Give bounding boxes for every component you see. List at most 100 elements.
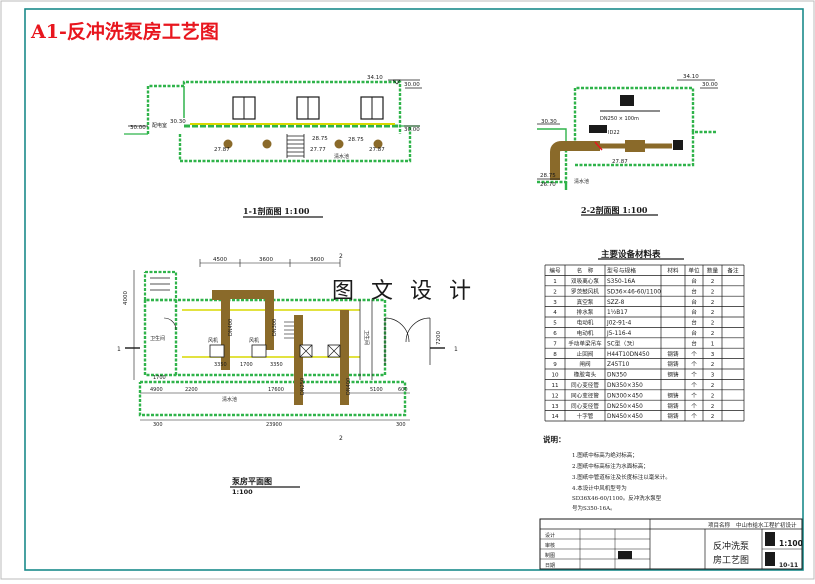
note-item: 3.图纸中管道标注及长度标注以毫米计。 bbox=[572, 473, 671, 481]
sheet-number: 10-11 bbox=[779, 562, 798, 569]
equipment-block bbox=[620, 95, 634, 106]
table-header-cell: 数量 bbox=[707, 267, 719, 275]
table-header-cell: 编号 bbox=[549, 267, 561, 275]
motor-icon bbox=[673, 140, 683, 150]
note-item: SD36X46-60/1100。反冲洗水泵型 bbox=[572, 494, 662, 502]
dim-label: 17600 bbox=[268, 387, 284, 393]
table-cell: 钢铸 bbox=[667, 391, 679, 399]
table-cell: 手动单梁吊车 bbox=[568, 339, 602, 347]
sheet-title: A1-反冲洗泵房工艺图 bbox=[30, 20, 219, 43]
pipe-network bbox=[212, 290, 349, 405]
room-label: 配电室 bbox=[152, 122, 167, 129]
pipe-icon bbox=[221, 290, 230, 370]
table-cell: DN350×350 bbox=[607, 383, 643, 389]
table-cell: 台 bbox=[691, 287, 697, 295]
table-cell: 个 bbox=[691, 403, 697, 410]
table-cell: 台 bbox=[691, 298, 697, 306]
dim-label: 4000 bbox=[123, 291, 129, 305]
table-cell: 2 bbox=[711, 362, 715, 368]
pipe-label: DN250 bbox=[300, 378, 306, 395]
table-header-cell: 型号与规格 bbox=[607, 267, 636, 275]
table-cell: SC型（3t） bbox=[607, 339, 638, 347]
table-cell: 2 bbox=[711, 289, 715, 295]
dim-label: 4500 bbox=[213, 257, 227, 263]
pipe-icon bbox=[212, 290, 222, 300]
elevation-label: 30.30 bbox=[541, 119, 557, 125]
table-cell: 12 bbox=[551, 393, 558, 399]
section-marker: 2 bbox=[339, 435, 343, 442]
table-cell: 钢铸 bbox=[667, 402, 679, 410]
equip-label: 风机 bbox=[208, 337, 218, 344]
table-cell: 个 bbox=[691, 413, 697, 420]
table-cell: 2 bbox=[711, 404, 715, 410]
pipe-label: DN300 bbox=[272, 319, 278, 336]
table-cell: 14 bbox=[551, 414, 559, 420]
elevation-label: 34.10 bbox=[367, 75, 383, 81]
table-cell: J5-116-4 bbox=[606, 331, 632, 337]
pump-icon bbox=[373, 139, 383, 149]
elevation-label: 26.70 bbox=[540, 182, 556, 188]
table-cell: 钢铸 bbox=[667, 350, 679, 358]
section-marker: 2 bbox=[339, 253, 343, 260]
railing-label: 卫生间 bbox=[363, 330, 370, 345]
table-cell: 2 bbox=[711, 383, 715, 389]
table-cell: 台 bbox=[691, 339, 697, 347]
table-cell: 十字管 bbox=[577, 412, 594, 420]
date-label: 日期 bbox=[545, 563, 555, 569]
table-cell: H44T10DN450 bbox=[607, 352, 650, 358]
table-cell: 台 bbox=[691, 308, 697, 316]
note-item: 号为S350-16A。 bbox=[572, 504, 616, 512]
table-cell: DN300×450 bbox=[607, 393, 643, 399]
table-cell: Z45T10 bbox=[607, 362, 630, 368]
table-title: 主要设备材料表 bbox=[601, 249, 661, 260]
table-cell: SD36×46-60/1100 bbox=[607, 289, 661, 295]
table-cell: 6 bbox=[553, 331, 557, 337]
table-header-cell: 单位 bbox=[688, 267, 700, 275]
table-cell: 个 bbox=[691, 372, 697, 379]
drawing-name-1: 反冲洗泵 bbox=[713, 540, 749, 552]
table-cell: 钢铸 bbox=[667, 371, 679, 379]
dim-label: 4900 bbox=[150, 387, 163, 393]
check-label: 审核 bbox=[545, 542, 555, 549]
elevation-label: 27.87 bbox=[369, 147, 385, 153]
table-cell: 个 bbox=[691, 351, 697, 358]
dim-label: 23900 bbox=[266, 422, 282, 428]
plan-scale: 1:100 bbox=[232, 488, 253, 496]
table-cell: 2 bbox=[711, 300, 715, 306]
dim-label: 5100 bbox=[370, 387, 383, 393]
stamp-icon bbox=[765, 532, 775, 546]
pump-icon bbox=[625, 140, 645, 152]
elevation-label: 30.30 bbox=[170, 119, 186, 125]
stamp-icon bbox=[765, 552, 775, 566]
watermark-text: 图 文 设 计 bbox=[332, 279, 476, 304]
elevation-label: 34.10 bbox=[683, 74, 699, 80]
pool-label: 清水池 bbox=[222, 396, 237, 403]
section-1-1 bbox=[124, 80, 420, 163]
table-cell: DN450×450 bbox=[607, 414, 643, 420]
elevation-label: 30.00 bbox=[702, 82, 718, 88]
dim-label: 3600 bbox=[259, 257, 273, 263]
table-cell: 3 bbox=[553, 300, 557, 306]
section-marker: 1 bbox=[117, 346, 121, 353]
table-cell: 1 bbox=[553, 279, 557, 285]
table-cell: S350-16A bbox=[607, 279, 635, 285]
table-cell: 双吸离心泵 bbox=[571, 277, 599, 285]
table-cell: DN250×450 bbox=[607, 404, 643, 410]
table-cell: 台 bbox=[691, 319, 697, 327]
table-cell: 2 bbox=[711, 279, 715, 285]
note-item: 1.图纸中标高为绝对标高； bbox=[572, 451, 638, 459]
design-notes: 说明： 1.图纸中标高为绝对标高； 2.图纸中标高标注为水面标高； 3.图纸中管… bbox=[543, 434, 671, 512]
table-cell: 2 bbox=[711, 331, 715, 337]
table-cell: 闸阀 bbox=[579, 360, 591, 368]
elevation-label: 27.77 bbox=[310, 147, 326, 153]
plan-view: 4500 3600 3600 4000 清水池 卫生间 bbox=[117, 253, 458, 496]
table-header-cell: 名 称 bbox=[577, 267, 594, 275]
table-cell: 8 bbox=[553, 352, 557, 358]
table-cell: 2 bbox=[711, 310, 715, 316]
draw-label: 制图 bbox=[545, 552, 555, 559]
table-cell: 个 bbox=[691, 361, 697, 368]
table-cell: SZZ-8 bbox=[607, 300, 625, 306]
table-header-cell: 材料 bbox=[667, 267, 679, 275]
